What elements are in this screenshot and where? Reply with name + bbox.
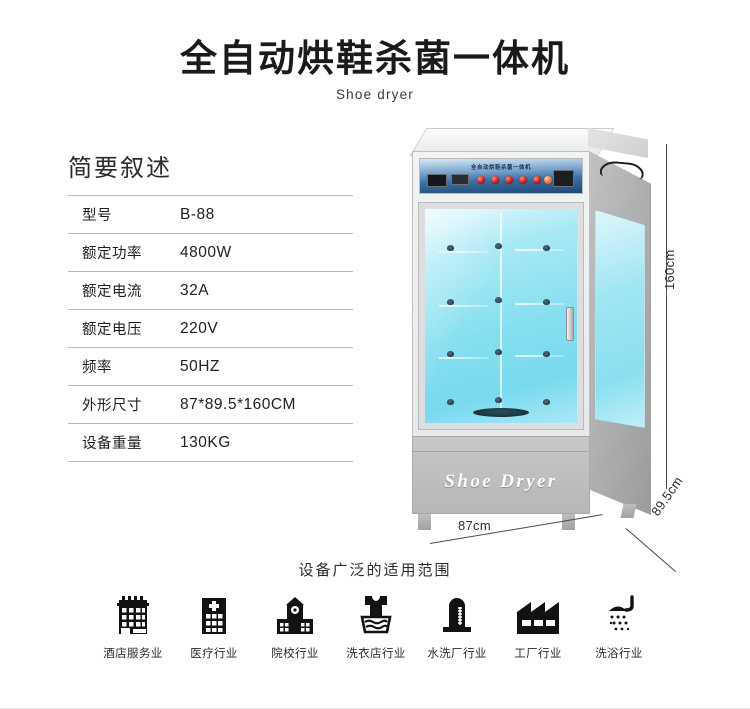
spec-value: 87*89.5*160CM — [180, 395, 296, 413]
spec-value: B-88 — [180, 205, 215, 223]
indicator-light[interactable] — [491, 176, 499, 184]
table-row: 型号 B-88 — [68, 195, 353, 234]
spec-value: 32A — [180, 281, 210, 299]
cabinet-leg — [418, 514, 431, 530]
shoe-nozzle — [543, 299, 550, 305]
rack-arm — [515, 303, 565, 305]
application-item-hotel: 酒店服务业 — [96, 592, 170, 661]
applications-heading: 设备广泛的适用范围 — [298, 562, 452, 579]
rack-arm — [515, 249, 565, 251]
shoe-nozzle — [447, 245, 454, 251]
height-dimension-label: 160cm — [662, 249, 677, 290]
specification-section: 简要叙述 型号 B-88 额定功率 4800W 额定电流 32A 额定电压 22… — [68, 148, 353, 462]
table-row: 额定电流 32A — [68, 271, 353, 310]
cabinet-base: Shoe Dryer — [412, 436, 590, 514]
shoe-nozzle — [447, 351, 454, 357]
spec-key: 额定功率 — [82, 246, 142, 262]
hospital-icon — [177, 592, 251, 636]
timer-display — [451, 174, 469, 185]
product-illustration: 全自动烘鞋杀菌一体机 — [390, 118, 690, 573]
spec-value: 220V — [180, 319, 219, 337]
shoe-nozzle — [447, 399, 454, 405]
hotel-icon — [96, 592, 170, 636]
factory-icon — [501, 592, 575, 636]
base-tray — [473, 408, 529, 417]
shoe-nozzle — [543, 351, 550, 357]
laundry-icon — [339, 592, 413, 636]
door-glass-panel — [425, 209, 577, 423]
indicator-light[interactable] — [533, 176, 541, 184]
cabinet-leg — [562, 514, 575, 530]
base-brand-text: Shoe Dryer — [444, 471, 558, 492]
cabinet-leg — [620, 504, 637, 518]
base-seam — [413, 451, 589, 452]
width-dimension-line — [429, 514, 603, 544]
indicator-light[interactable] — [505, 176, 513, 184]
shower-icon — [582, 592, 656, 636]
spec-key: 外形尺寸 — [82, 398, 142, 414]
height-dimension-line — [666, 144, 667, 489]
spec-key: 设备重量 — [82, 436, 142, 452]
spec-key: 额定电压 — [82, 322, 142, 338]
shoe-nozzle — [543, 245, 550, 251]
application-item-shower: 洗浴行业 — [582, 592, 656, 661]
spec-key: 额定电流 — [82, 284, 142, 300]
door-handle[interactable] — [566, 307, 574, 341]
rack-arm — [439, 357, 489, 359]
indicator-light-active[interactable] — [544, 176, 552, 184]
shoe-rack-column — [500, 213, 502, 411]
page-title: 全自动烘鞋杀菌一体机 — [180, 38, 570, 79]
spec-key: 型号 — [82, 208, 112, 224]
spec-value: 130KG — [180, 433, 231, 451]
spec-table: 型号 B-88 额定功率 4800W 额定电流 32A 额定电压 220V 频率 — [68, 195, 353, 462]
application-label: 工厂行业 — [514, 648, 562, 660]
table-row: 设备重量 130KG — [68, 423, 353, 462]
spec-key: 频率 — [82, 360, 112, 376]
cabinet-side-glass — [595, 210, 645, 428]
application-label: 院校行业 — [271, 648, 319, 660]
spec-value: 4800W — [180, 243, 232, 261]
application-item-water-plant: 水洗厂行业 — [420, 592, 494, 661]
table-row: 额定功率 4800W — [68, 233, 353, 272]
page-subtitle: Shoe dryer — [335, 86, 415, 102]
application-item-laundry: 洗衣店行业 — [339, 592, 413, 661]
rack-arm — [439, 305, 489, 307]
school-icon — [258, 592, 332, 636]
spec-heading: 简要叙述 — [68, 155, 172, 182]
indicator-light[interactable] — [477, 176, 485, 184]
table-row: 外形尺寸 87*89.5*160CM — [68, 385, 353, 424]
control-display — [553, 170, 574, 187]
application-item-school: 院校行业 — [258, 592, 332, 661]
application-label: 洗浴行业 — [595, 648, 643, 660]
application-label: 洗衣店行业 — [346, 648, 406, 660]
shoe-nozzle — [543, 399, 550, 405]
glass-reflection — [425, 209, 507, 423]
table-row: 频率 50HZ — [68, 347, 353, 386]
rack-arm — [439, 251, 489, 253]
shoe-nozzle — [495, 349, 502, 355]
header: 全自动烘鞋杀菌一体机 Shoe dryer — [0, 38, 750, 102]
water-plant-icon — [420, 592, 494, 636]
application-item-hospital: 医疗行业 — [177, 592, 251, 661]
indicator-light[interactable] — [519, 176, 527, 184]
cabinet-door[interactable] — [418, 202, 584, 430]
temperature-display — [427, 174, 447, 187]
application-label: 水洗厂行业 — [427, 648, 487, 660]
rack-arm — [515, 355, 565, 357]
shoe-nozzle — [495, 297, 502, 303]
application-label: 酒店服务业 — [103, 648, 163, 660]
table-row: 额定电压 220V — [68, 309, 353, 348]
shoe-nozzle — [447, 299, 454, 305]
application-item-factory: 工厂行业 — [501, 592, 575, 661]
shoe-nozzle — [495, 397, 502, 403]
control-panel[interactable]: 全自动烘鞋杀菌一体机 — [419, 158, 583, 194]
applications-row: 酒店服务业 医疗行业 — [96, 592, 656, 661]
width-dimension-label: 87cm — [458, 518, 491, 533]
application-label: 医疗行业 — [190, 648, 238, 660]
spec-value: 50HZ — [180, 357, 220, 375]
shoe-nozzle — [495, 243, 502, 249]
panel-brand-text: 全自动烘鞋杀菌一体机 — [471, 165, 531, 171]
